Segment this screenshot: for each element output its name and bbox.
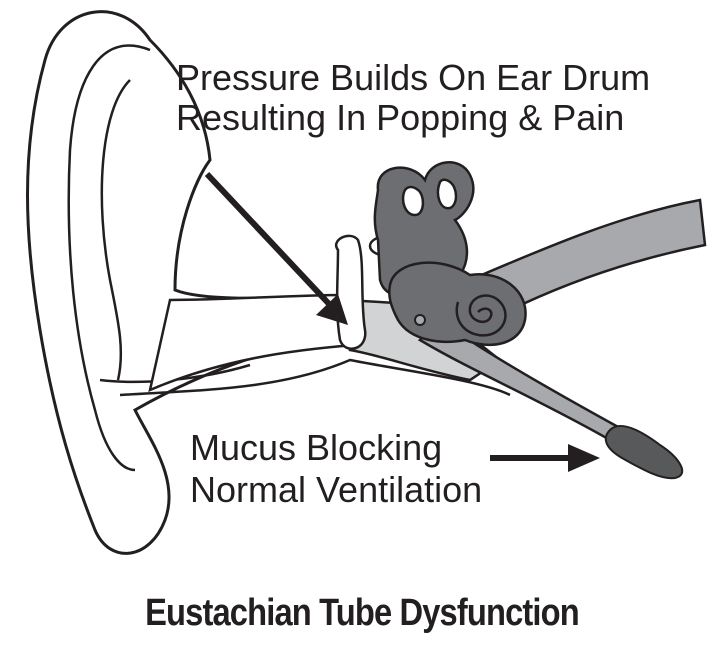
round-window: [414, 314, 426, 326]
helix-fold-line: [67, 44, 151, 472]
antihelix-line: [100, 79, 131, 381]
mucus-annotation-line2: Normal Ventilation: [190, 469, 483, 510]
pressure-annotation-line1: Pressure Builds On Ear Drum: [176, 57, 651, 98]
mucus-arrowhead: [568, 444, 600, 472]
diagram-title: Eustachian Tube Dysfunction: [145, 592, 580, 634]
ear-drum-shape: [334, 234, 367, 350]
mucus-annotation-line1: Mucus Blocking: [190, 427, 443, 468]
pressure-arrow-line: [204, 171, 333, 308]
mucus-blockage-shape: [604, 425, 684, 480]
pressure-arrowhead: [316, 294, 348, 325]
outer-ear-shape: [26, 10, 352, 555]
semicircular-canals-shape: [373, 161, 475, 298]
canal-floor-line: [119, 358, 511, 397]
cochlea-spiral: [455, 294, 507, 337]
pressure-annotation-line2: Resulting In Popping & Pain: [176, 97, 625, 138]
auditory-nerve-shape: [467, 198, 707, 317]
